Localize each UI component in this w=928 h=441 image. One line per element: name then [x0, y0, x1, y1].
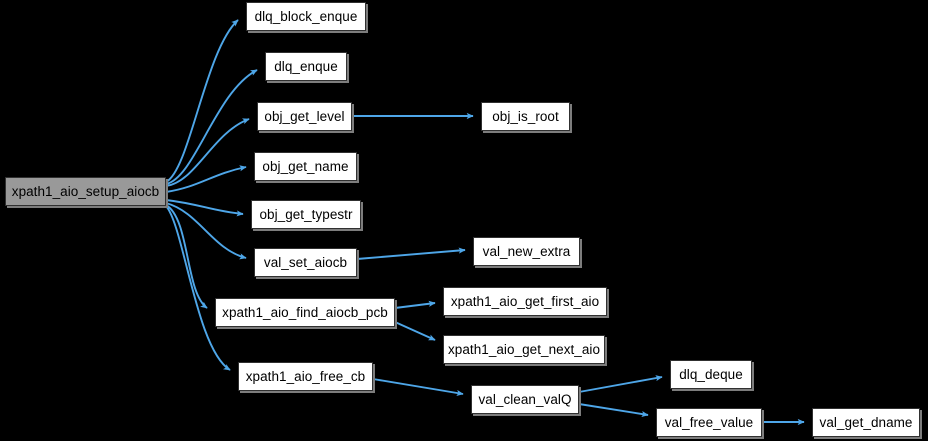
- graph-node-label: xpath1_aio_get_next_aio: [447, 341, 601, 357]
- graph-edge-root-to-n2: [165, 69, 258, 185]
- graph-node-label: val_set_aiocb: [263, 254, 348, 270]
- graph-edge-n13-to-n14: [578, 375, 663, 393]
- graph-node-n8[interactable]: val_new_extra: [473, 237, 580, 266]
- graph-node-n4[interactable]: obj_is_root: [481, 102, 570, 131]
- graph-node-n14[interactable]: dlq_deque: [670, 360, 752, 389]
- graph-node-n6[interactable]: obj_get_typestr: [251, 200, 361, 229]
- graph-node-label: obj_get_name: [262, 158, 349, 174]
- graph-node-n9[interactable]: xpath1_aio_find_aiocb_pcb: [215, 298, 395, 327]
- graph-node-label: xpath1_aio_get_first_aio: [450, 293, 600, 309]
- graph-node-label: xpath1_aio_setup_aiocb: [11, 183, 160, 199]
- graph-edge-root-to-n6: [165, 199, 244, 217]
- graph-edge-n9-to-n11: [394, 321, 436, 341]
- graph-node-label: val_new_extra: [482, 243, 571, 259]
- graph-edge-root-to-n1: [165, 19, 239, 183]
- graph-edge-root-to-n5: [165, 165, 247, 193]
- graph-node-n1[interactable]: dlq_block_enque: [246, 2, 366, 31]
- graph-edge-root-to-n9: [165, 204, 208, 309]
- graph-node-label: dlq_deque: [679, 366, 743, 382]
- graph-edge-n9-to-n10: [394, 300, 436, 309]
- graph-node-n7[interactable]: val_set_aiocb: [254, 248, 357, 277]
- graph-edge-n7-to-n8: [356, 247, 466, 260]
- graph-node-label: obj_get_level: [264, 108, 345, 124]
- graph-node-label: dlq_enque: [274, 58, 338, 74]
- graph-node-n13[interactable]: val_clean_valQ: [471, 385, 579, 414]
- graph-node-label: val_free_value: [664, 414, 754, 430]
- graph-node-n12[interactable]: xpath1_aio_free_cb: [238, 362, 373, 391]
- graph-node-n16[interactable]: val_get_dname: [812, 408, 920, 437]
- graph-edge-root-to-n12: [165, 205, 231, 371]
- graph-node-root[interactable]: xpath1_aio_setup_aiocb: [5, 177, 166, 206]
- graph-node-label: val_get_dname: [819, 414, 913, 430]
- graph-node-n3[interactable]: obj_get_level: [257, 102, 352, 131]
- graph-node-n5[interactable]: obj_get_name: [254, 152, 357, 181]
- graph-node-label: obj_get_typestr: [259, 206, 353, 222]
- graph-node-n11[interactable]: xpath1_aio_get_next_aio: [443, 335, 605, 364]
- graph-edge-root-to-n3: [165, 118, 250, 187]
- graph-edge-n12-to-n13: [372, 378, 464, 397]
- graph-node-n15[interactable]: val_free_value: [656, 408, 762, 437]
- graph-node-label: val_clean_valQ: [478, 391, 572, 407]
- graph-node-label: dlq_block_enque: [254, 8, 358, 24]
- graph-node-n10[interactable]: xpath1_aio_get_first_aio: [443, 287, 607, 316]
- graph-edge-n13-to-n15: [578, 403, 649, 418]
- graph-edge-root-to-n7: [165, 202, 247, 260]
- graph-node-label: xpath1_aio_free_cb: [245, 368, 366, 384]
- graph-node-label: xpath1_aio_find_aiocb_pcb: [222, 304, 388, 320]
- graph-node-n2[interactable]: dlq_enque: [265, 52, 347, 81]
- graph-node-label: obj_is_root: [492, 108, 559, 124]
